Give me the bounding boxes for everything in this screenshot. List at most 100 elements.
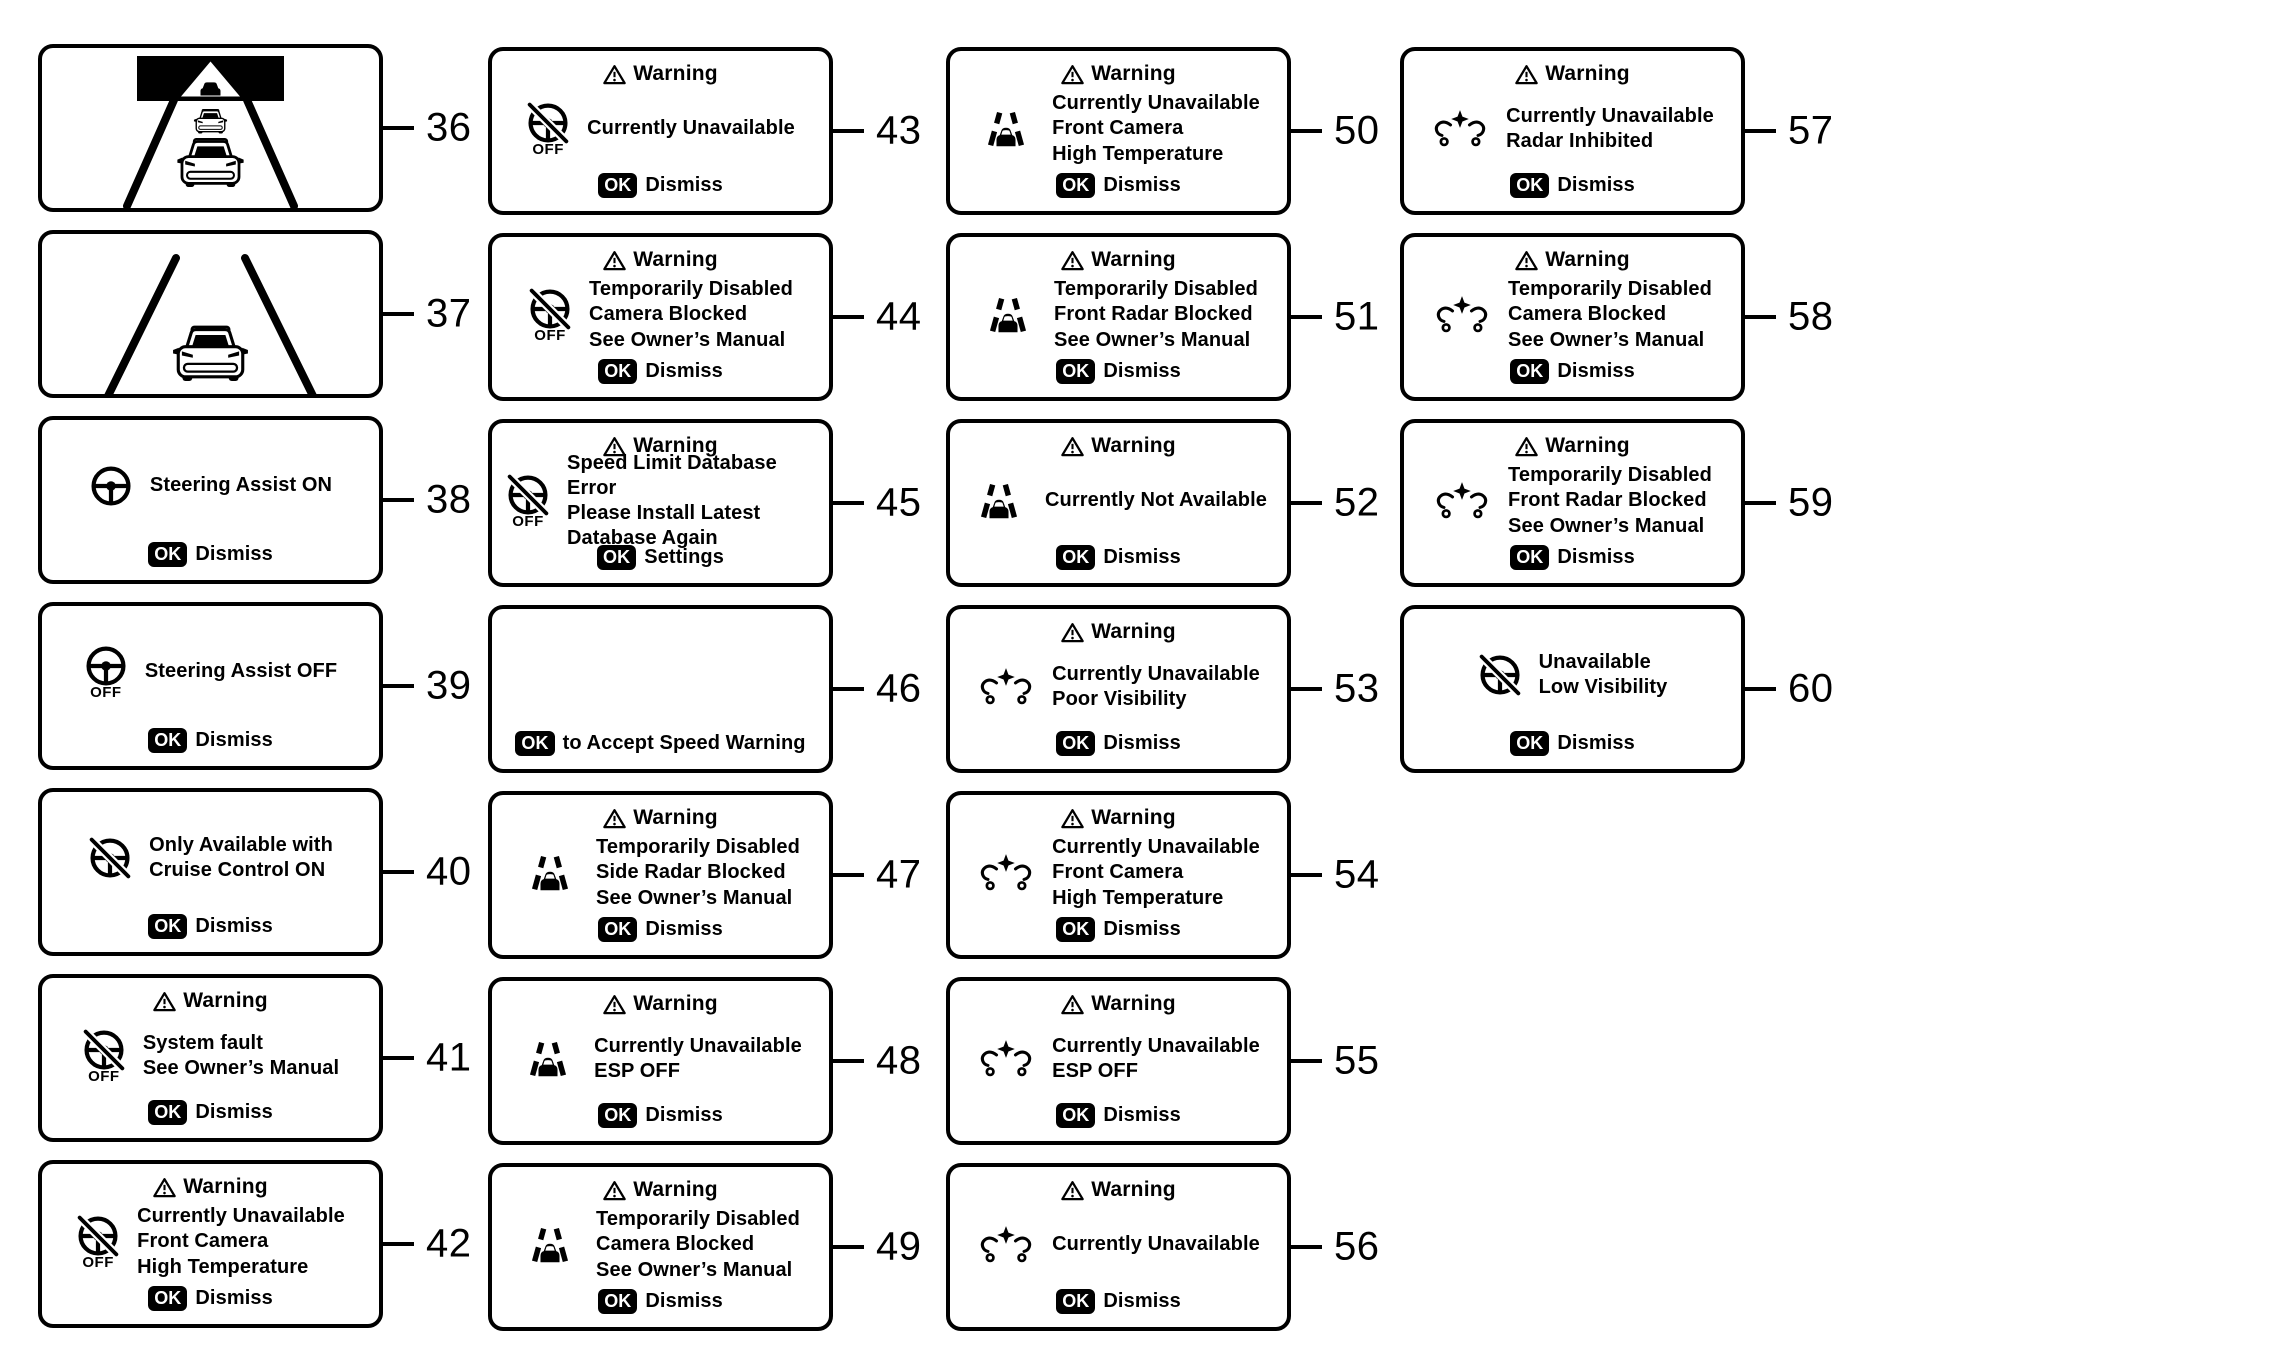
warning-triangle-icon [1061, 250, 1084, 271]
steering-assist-off-icon [1478, 653, 1522, 697]
message-line: High Temperature [137, 1255, 309, 1278]
icon-caption-off: OFF [88, 1068, 120, 1085]
message-line: Currently Unavailable [1052, 1233, 1260, 1256]
figure-number: 56 [1334, 1224, 1380, 1269]
callout-line [833, 1059, 864, 1063]
figure-number: 59 [1788, 480, 1834, 525]
warning-triangle-icon [153, 991, 176, 1012]
warning-header-label: Warning [633, 1178, 718, 1201]
ok-badge: OK [1056, 544, 1096, 570]
message-line: Currently Unavailable [1052, 1034, 1260, 1057]
warning-header: Warning [1418, 434, 1727, 458]
card-body: Currently Unavailable [964, 1202, 1273, 1288]
warning-header: Warning [964, 806, 1273, 830]
warning-triangle-icon [1515, 250, 1538, 271]
warning-triangle-icon [603, 64, 626, 85]
callout-line [1291, 687, 1322, 691]
figure-number: 49 [876, 1224, 922, 1269]
footer-action-label: Dismiss [645, 1289, 723, 1312]
message-line: Steering Assist OFF [144, 660, 338, 683]
lane-assist-icon [521, 1224, 579, 1266]
warning-header-label: Warning [633, 992, 718, 1015]
message-line: Only Available with [149, 833, 333, 856]
figure-number: 42 [426, 1221, 472, 1266]
footer-action-label: Dismiss [1103, 545, 1181, 568]
lane-assist-icon [519, 1038, 577, 1080]
warning-header: Warning [506, 1178, 815, 1202]
callout-line [833, 315, 864, 319]
figure-number: 55 [1334, 1038, 1380, 1083]
warning-header: Warning [1418, 248, 1727, 272]
warning-header: Warning [506, 248, 815, 272]
collision-warning-icon [977, 666, 1035, 708]
warning-header: Warning [506, 806, 815, 830]
ok-badge: OK [1056, 916, 1096, 942]
ok-badge: OK [1056, 730, 1096, 756]
figure-number: 48 [876, 1038, 922, 1083]
message-line: Temporarily Disabled [596, 836, 800, 859]
figure-number: 38 [426, 477, 472, 522]
message-text: Steering Assist OFF [145, 659, 337, 684]
warning-header-label: Warning [1545, 248, 1630, 271]
message-line: Front Camera [1052, 861, 1184, 884]
warning-triangle-icon [1061, 808, 1084, 829]
callout-line [1291, 873, 1322, 877]
steering-assist-icon [89, 464, 133, 508]
message-line: Unavailable [1538, 650, 1651, 673]
warning-header-label: Warning [1091, 806, 1176, 829]
callout-line [1291, 129, 1322, 133]
warning-header-label: Warning [1091, 62, 1176, 85]
ok-badge: OK [598, 1102, 638, 1128]
ok-badge: OK [598, 172, 638, 198]
warning-triangle-icon [603, 436, 626, 457]
warning-header-label: Warning [633, 62, 718, 85]
warning-header-label: Warning [1545, 62, 1630, 85]
figure-number: 40 [426, 849, 472, 894]
icon-caption-off: OFF [512, 513, 544, 530]
lane-assist-icon [979, 294, 1037, 336]
message-line: Speed Limit Database Error [567, 451, 777, 499]
lane-assist-icon [977, 108, 1035, 150]
icon-caption-off: OFF [82, 1254, 114, 1271]
callout-line [383, 498, 414, 502]
message-line: ESP OFF [1052, 1060, 1139, 1082]
card-body: Currently Not Available [964, 458, 1273, 544]
callout-line [1745, 687, 1776, 691]
ok-badge: OK [148, 541, 188, 567]
message-line: See Owner’s Manual [1508, 514, 1705, 537]
ok-badge: OK [598, 358, 638, 384]
callout-line [833, 873, 864, 877]
warning-header: Warning [964, 248, 1273, 272]
message-text: Currently Unavailable [587, 116, 795, 141]
